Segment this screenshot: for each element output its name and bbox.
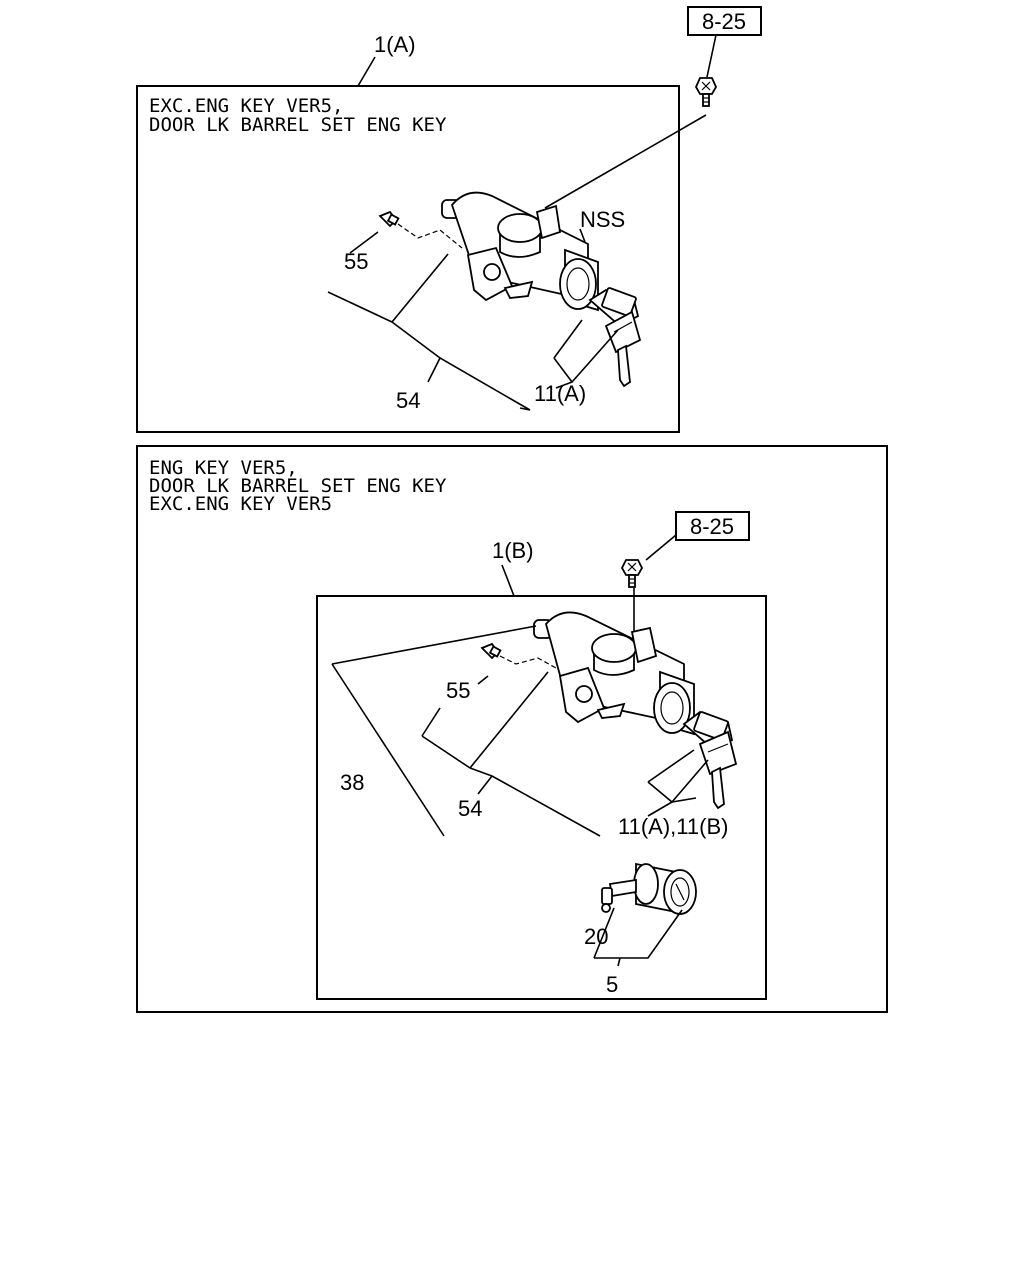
panel-a-note-1: EXC.ENG KEY VER5, [149, 95, 343, 117]
assembly-label-1a[interactable]: 1(A) [374, 32, 416, 57]
ignition-switch-b [533, 611, 738, 810]
ref-box-top-label: 8-25 [702, 9, 746, 34]
callout-11a-11b[interactable]: 11(A),11(B) [618, 814, 728, 839]
callout-20[interactable]: 20 [584, 924, 608, 949]
callout-54-b[interactable]: 54 [458, 796, 482, 821]
ref-box-top[interactable]: 8-25 [687, 6, 762, 36]
screw-bottom [620, 559, 644, 588]
panel-a-note-2: DOOR LK BARREL SET ENG KEY [149, 114, 447, 136]
assembly-label-1b[interactable]: 1(B) [492, 538, 534, 563]
ref-box-bottom-label: 8-25 [690, 514, 734, 539]
callout-38[interactable]: 38 [340, 770, 364, 795]
callout-5[interactable]: 5 [606, 972, 618, 997]
panel-a-frame [136, 85, 680, 433]
panel-b-note-2: DOOR LK BARREL SET ENG KEY [149, 475, 447, 497]
screw-top [694, 77, 718, 107]
callout-55-b[interactable]: 55 [446, 678, 470, 703]
panel-b-note-1: ENG KEY VER5, [149, 457, 298, 479]
ref-box-bottom[interactable]: 8-25 [675, 511, 750, 541]
screw-55-b [480, 642, 502, 660]
panel-b-inner-frame [316, 595, 767, 1000]
door-lock-barrel [601, 862, 697, 915]
screw-55-a [378, 210, 400, 228]
panel-b-frame [136, 445, 888, 1013]
callout-nss[interactable]: NSS [580, 207, 625, 232]
callout-11a-a[interactable]: 11(A) [534, 381, 586, 406]
panel-b-note-3: EXC.ENG KEY VER5 [149, 493, 332, 515]
callout-54-a[interactable]: 54 [396, 388, 420, 413]
callout-55-a[interactable]: 55 [344, 249, 368, 274]
ignition-switch-a [441, 191, 642, 388]
